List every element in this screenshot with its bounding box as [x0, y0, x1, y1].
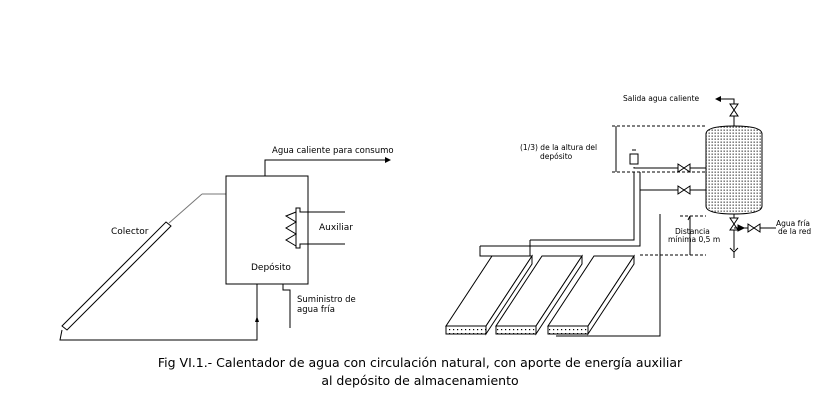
label-cold-inlet-2: de la red	[778, 227, 811, 236]
figure-caption-line2: al depósito de almacenamiento	[321, 373, 519, 388]
label-auxiliary: Auxiliar	[319, 223, 353, 233]
collector-header-top	[480, 190, 641, 247]
label-hot-outlet: Salida agua caliente	[623, 94, 700, 103]
collector-3	[547, 254, 635, 336]
tank	[225, 175, 309, 285]
label-height-note-1: (1/3) de la altura del	[520, 143, 597, 152]
label-cold-supply-2: agua fría	[297, 305, 335, 315]
label-cold-supply-1: Suministro de	[297, 295, 356, 305]
auxiliary-coil-pipe	[295, 207, 345, 249]
auxiliary-coil-zigzag	[284, 211, 297, 247]
collector-return-pipe	[59, 284, 258, 341]
label-hot-water-out: Agua caliente para consumo	[272, 146, 394, 156]
upper-feed-pipe	[633, 167, 706, 169]
hot-water-pipe	[264, 157, 391, 176]
collector-panel	[61, 221, 172, 331]
label-collector: Colector	[111, 227, 149, 237]
cold-supply-pipe	[282, 284, 291, 328]
label-height-note-2: depósito	[540, 152, 573, 161]
right-system	[445, 96, 776, 337]
figure-caption-line1: Fig VI.1.- Calentador de agua con circul…	[157, 355, 683, 370]
cold-inlet-valve-vertical-icon	[729, 217, 739, 231]
left-system	[59, 157, 391, 341]
drain-icon	[729, 247, 739, 258]
collector-top-link	[479, 240, 531, 257]
cold-inlet-arrow-icon	[737, 224, 746, 232]
storage-tank	[705, 125, 763, 215]
label-distance-2: mínima 0,5 m	[668, 235, 720, 244]
label-tank: Depósito	[251, 262, 291, 273]
hot-outlet-valve-icon	[729, 103, 739, 117]
label-cold-inlet-1: Agua fría	[776, 219, 810, 228]
return-arrow-tip	[255, 316, 259, 322]
collector-2	[495, 254, 583, 336]
label-distance-1: Distancia	[675, 227, 710, 236]
collector-to-tank-pipe	[168, 193, 203, 224]
cold-inlet-valve-icon	[747, 223, 761, 233]
hot-outlet-pipe	[715, 96, 735, 126]
collector-header-mid	[530, 172, 635, 241]
upper-valve-icon	[677, 163, 691, 173]
collector-1	[445, 254, 533, 336]
lower-valve-icon	[677, 185, 691, 195]
collector-return	[556, 214, 661, 337]
distance-dim-arrow-top	[687, 215, 691, 221]
thermostat-icon	[629, 153, 639, 165]
lower-feed-pipe	[639, 172, 706, 191]
